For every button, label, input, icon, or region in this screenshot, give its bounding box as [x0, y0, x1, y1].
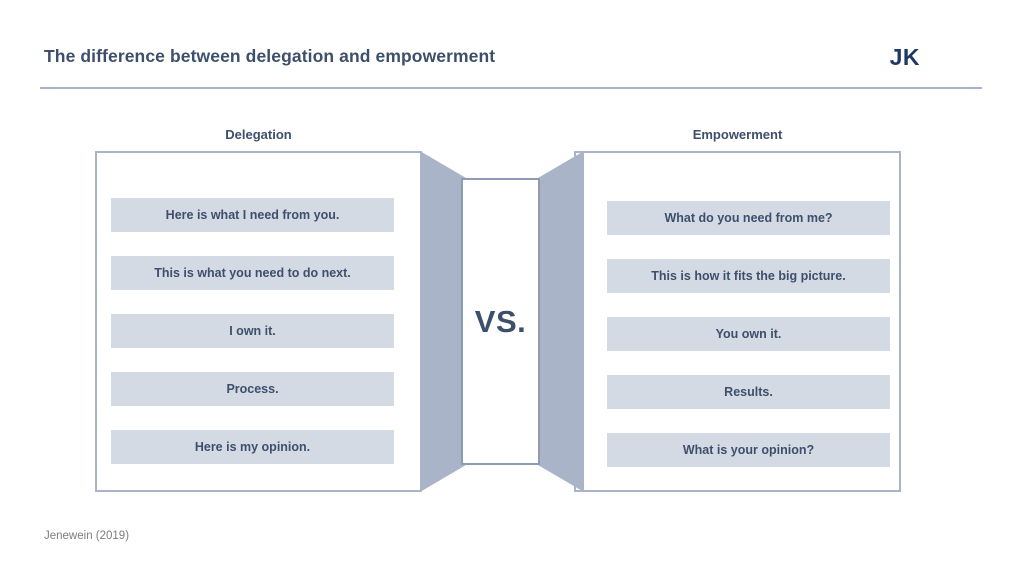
source-citation: Jenewein (2019) — [44, 530, 130, 542]
empowerment-statement-list: What do you need from me? This is how it… — [607, 201, 890, 491]
list-item: You own it. — [607, 317, 890, 351]
delegation-statement-list: Here is what I need from you. This is wh… — [111, 198, 394, 488]
left-wing-shape — [420, 151, 466, 492]
column-caption-delegation: Delegation — [225, 127, 292, 142]
list-item: Here is my opinion. — [111, 430, 394, 464]
list-item: I own it. — [111, 314, 394, 348]
versus-box: VS. — [461, 178, 540, 465]
brand-logo: JK — [889, 44, 920, 70]
page-title: The difference between delegation and em… — [44, 46, 496, 66]
list-item: This is what you need to do next. — [111, 256, 394, 290]
versus-label: VS. — [474, 303, 527, 339]
list-item: Here is what I need from you. — [111, 198, 394, 232]
list-item: Process. — [111, 372, 394, 406]
column-caption-empowerment: Empowerment — [692, 127, 783, 142]
list-item: What is your opinion? — [607, 433, 890, 467]
list-item: Results. — [607, 375, 890, 409]
list-item: What do you need from me? — [607, 201, 890, 235]
right-wing-shape — [538, 151, 584, 492]
list-item: This is how it fits the big picture. — [607, 259, 890, 293]
header-divider-rule — [40, 87, 982, 89]
